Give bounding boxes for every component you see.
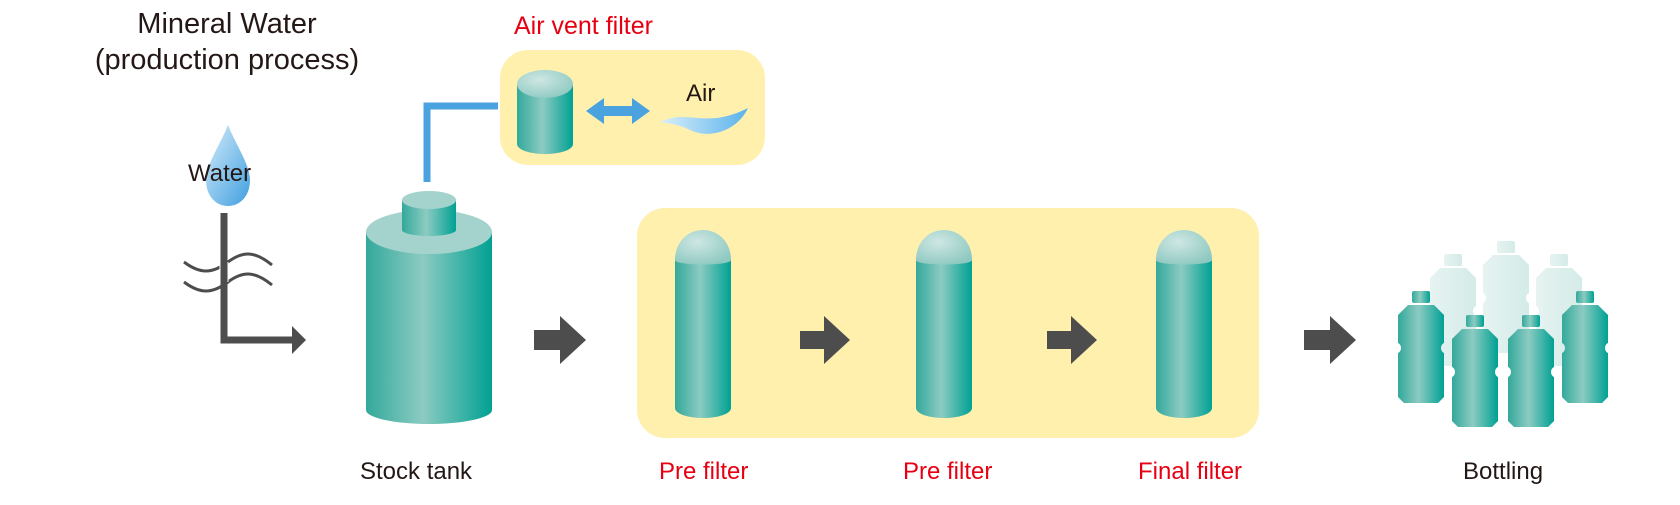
bottling-label: Bottling [1463,458,1544,485]
vent-pipe [423,102,498,182]
title-line-2: (production process) [94,44,360,76]
air-filter-icon [517,70,573,154]
page-title: Mineral Water (production process) [62,6,392,78]
process-arrow-icon [800,316,850,364]
bottle-icon [1508,315,1554,427]
bottles-group [1398,241,1608,427]
process-arrow-icon [534,316,586,364]
process-arrow-icon [1047,316,1097,364]
pre-filter-1-label: Pre filter [659,458,749,485]
air-vent-filter-label: Air vent filter [514,12,653,40]
water-label: Water [188,160,252,187]
filter-cartridge-icon [916,230,972,418]
filter-cartridge-icon [675,230,731,418]
filter-cartridge-icon [1156,230,1212,418]
bottle-icon [1452,315,1498,427]
title-line-1: Mineral Water [137,8,317,40]
pre-filter-2-label: Pre filter [903,458,993,485]
stock-tank-icon [366,191,492,424]
air-wave-icon [660,108,748,134]
process-arrow-icon [292,326,306,354]
bottle-icon [1483,241,1529,353]
stock-tank-label: Stock tank [360,458,473,485]
bidirectional-arrow-icon [586,98,650,124]
air-label: Air [686,80,716,107]
process-arrow-icon [1304,316,1356,364]
pipe-icon [183,213,292,344]
bottle-icon [1562,291,1608,403]
final-filter-label: Final filter [1138,458,1243,485]
bottle-icon [1398,291,1444,403]
water-drop-icon [206,125,250,206]
